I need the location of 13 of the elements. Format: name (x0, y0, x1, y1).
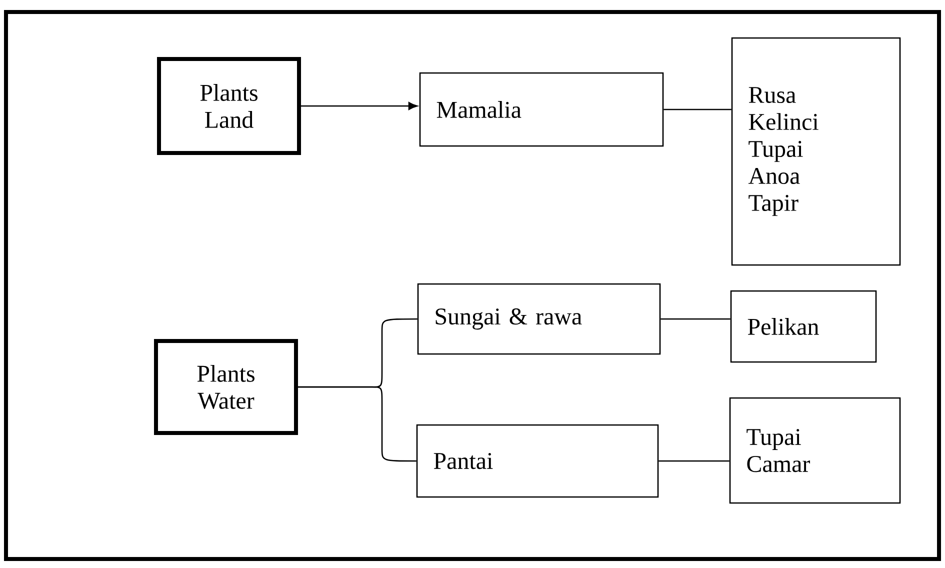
arrow (301, 102, 418, 110)
box: Pantai (416, 424, 659, 498)
connector-line (664, 108, 732, 110)
box: Mamalia (419, 72, 664, 147)
connector-line (658, 460, 730, 462)
box: Sungai & rawa (417, 283, 661, 355)
connector-line (660, 318, 730, 320)
box: Pelikan (730, 290, 877, 363)
category-box: Plants Water (154, 339, 298, 435)
box: Rusa Kelinci Tupai Anoa Tapir (731, 37, 901, 266)
box: Tupai Camar (729, 397, 901, 504)
brace-connector (298, 386, 416, 462)
category-box: Plants Land (157, 57, 301, 155)
